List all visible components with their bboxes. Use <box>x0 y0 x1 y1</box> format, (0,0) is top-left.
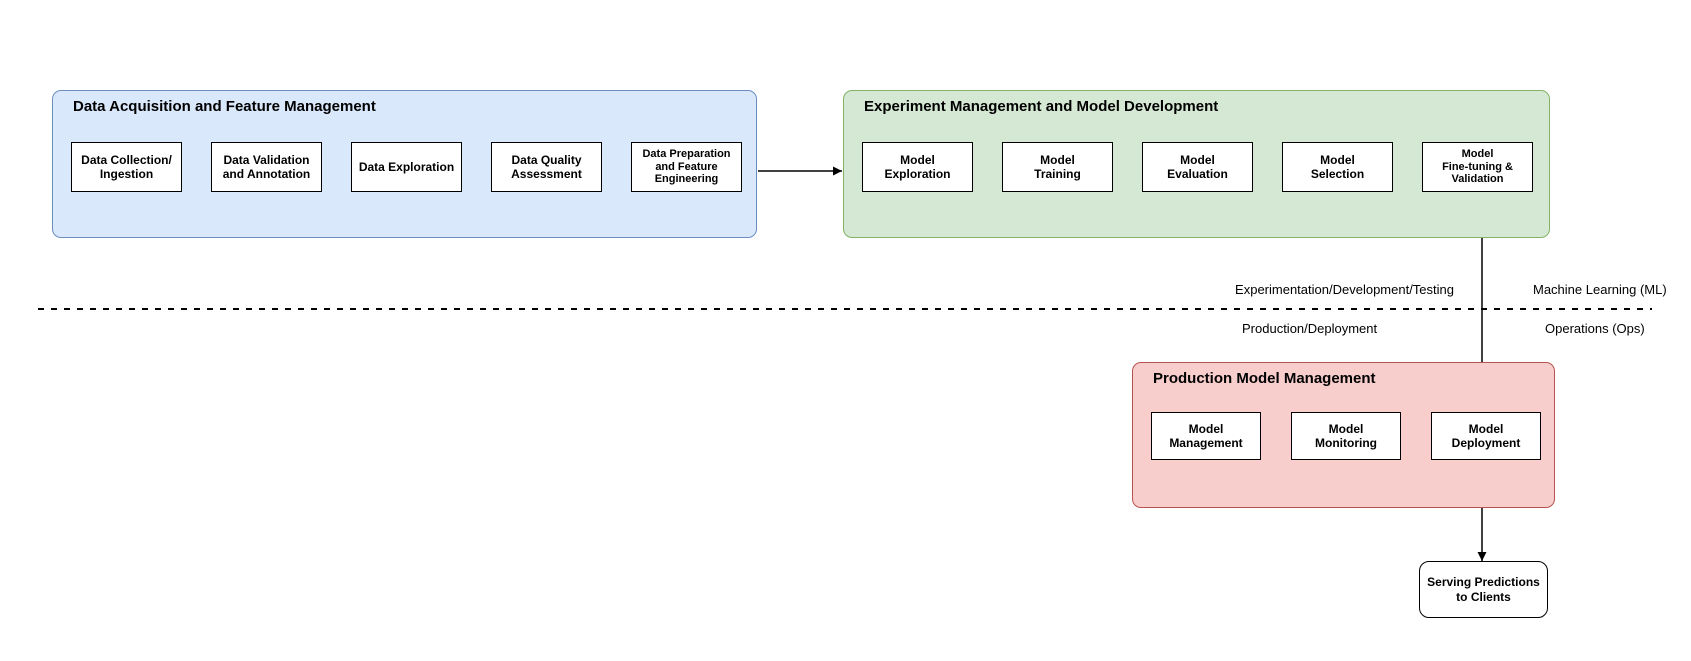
container-data-acquisition: Data Acquisition and Feature Management … <box>52 90 757 238</box>
node-model-evaluation: Model Evaluation <box>1142 142 1253 192</box>
container-production-model-management: Production Model Management Model Manage… <box>1132 362 1555 508</box>
node-model-selection: Model Selection <box>1282 142 1393 192</box>
node-model-deployment: Model Deployment <box>1431 412 1541 460</box>
container-title-experiment-management: Experiment Management and Model Developm… <box>864 98 1219 115</box>
container-title-data-acquisition: Data Acquisition and Feature Management <box>73 98 376 115</box>
label-production-deployment: Production/Deployment <box>1242 321 1378 336</box>
node-model-training: Model Training <box>1002 142 1113 192</box>
node-data-collection-ingestion: Data Collection/ Ingestion <box>71 142 182 192</box>
node-data-preparation-feature-engineering: Data Preparation and Feature Engineering <box>631 142 742 192</box>
label-machine-learning-ml: Machine Learning (ML) <box>1533 282 1667 297</box>
label-operations-ops: Operations (Ops) <box>1545 321 1645 336</box>
node-model-monitoring: Model Monitoring <box>1291 412 1401 460</box>
node-model-finetuning-validation: Model Fine-tuning & Validation <box>1422 142 1533 192</box>
node-model-exploration: Model Exploration <box>862 142 973 192</box>
node-serving-predictions-to-clients: Serving Predictions to Clients <box>1419 561 1548 618</box>
node-data-exploration: Data Exploration <box>351 142 462 192</box>
container-experiment-management: Experiment Management and Model Developm… <box>843 90 1550 238</box>
label-experimentation-development-testing: Experimentation/Development/Testing <box>1235 282 1454 297</box>
node-model-management: Model Management <box>1151 412 1261 460</box>
node-data-quality-assessment: Data Quality Assessment <box>491 142 602 192</box>
node-data-validation-annotation: Data Validation and Annotation <box>211 142 322 192</box>
container-title-production-model-management: Production Model Management <box>1153 370 1376 387</box>
